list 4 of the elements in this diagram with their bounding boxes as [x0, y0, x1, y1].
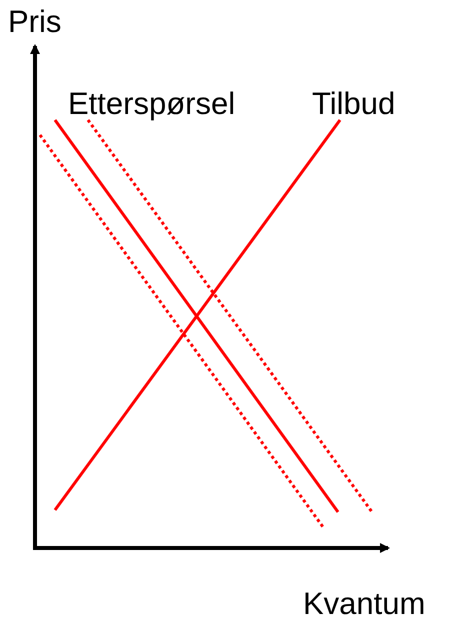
curve-label: Tilbud	[312, 86, 396, 122]
curve-label: Etterspørsel	[68, 86, 236, 122]
axis-label: Kvantum	[303, 586, 426, 618]
axis-label: Pris	[8, 4, 62, 40]
